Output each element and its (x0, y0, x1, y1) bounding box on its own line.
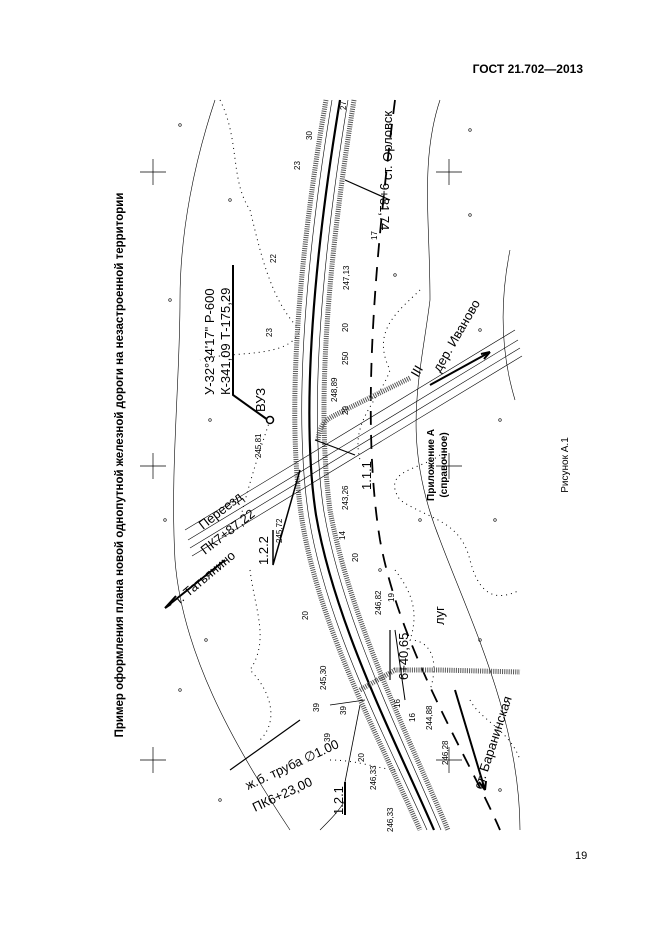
appendix-status: (справочное) (439, 432, 450, 497)
to-ivanovo-label: дер. Иваново (430, 297, 483, 375)
number: 16 (393, 699, 402, 708)
elevation: 245,72 (275, 518, 284, 543)
meadow-label: луг (432, 606, 447, 625)
elevation: 245,81 (254, 433, 263, 458)
callout-1-2-2: 1.2.2 (256, 536, 271, 565)
station-road (358, 667, 521, 693)
access-road (315, 375, 412, 441)
number: 23 (293, 161, 302, 170)
number: 19 (387, 593, 396, 602)
main-track (301, 99, 442, 831)
elevation: 246,33 (369, 765, 378, 790)
page-number: 19 (575, 850, 588, 862)
elevation: 246,28 (441, 740, 450, 765)
station-baraninskaya-label: ст. Баранинская (471, 694, 515, 791)
number: 27 (339, 101, 348, 110)
elevation: 245,30 (319, 665, 328, 690)
callout-1-1-1: 1.1.1 (359, 461, 374, 490)
number: 23 (265, 328, 274, 337)
callout-1-2-1: 1.2.1 (331, 786, 346, 815)
elevation: 244,88 (425, 705, 434, 730)
callout-leaders (229, 179, 406, 815)
terrain-contours (173, 99, 521, 831)
road-category-label: III (408, 363, 426, 380)
elevation-marks: 245,81 247,13 248,89 243,26 245,72 246,8… (254, 265, 450, 832)
number: 30 (305, 131, 314, 140)
number: 39 (312, 703, 321, 712)
number: 20 (341, 406, 350, 415)
elevation: 248,89 (330, 377, 339, 402)
figure-caption: Рисунок А.1 (560, 437, 571, 493)
direction-arrows (164, 351, 491, 791)
survey-points (163, 123, 502, 802)
number: 39 (323, 733, 332, 742)
station-baraninskaya-pk-label: 6+40,65 (396, 633, 411, 680)
number: 14 (338, 531, 347, 540)
number: 17 (370, 231, 379, 240)
right-of-way-line (369, 99, 501, 831)
figure-title: Пример оформления плана новой однопутной… (114, 193, 126, 738)
elevation: 246,33 (386, 807, 395, 832)
slope-numbers: 23 22 23 17 20 250 20 20 19 20 39 39 39 … (265, 101, 417, 762)
curve-length-tangent-label: К-341,09 Т-175,29 (218, 288, 233, 395)
elevation: 246,82 (374, 590, 383, 615)
curve-angle-radius-label: У-32°34'17" Р-600 (202, 288, 217, 395)
standard-header: ГОСТ 21.702—2013 (472, 62, 583, 76)
number: 20 (357, 753, 366, 762)
number: 22 (269, 254, 278, 263)
elevation: 247,13 (342, 265, 351, 290)
number: 20 (301, 611, 310, 620)
embankment-hatching (292, 99, 451, 832)
vertex-label: ВУЗ (253, 388, 268, 412)
station-orlovsk-pk-label: 9+81,74 (377, 183, 392, 230)
appendix-title: Приложение А (426, 429, 437, 501)
elevation: 243,26 (341, 485, 350, 510)
highway (184, 329, 523, 557)
number: 20 (351, 553, 360, 562)
number: 39 (339, 706, 348, 715)
grid-crosses (140, 159, 462, 773)
station-orlovsk-label: ст. Орловск (380, 111, 395, 180)
number: 16 (408, 713, 417, 722)
number: 20 (341, 323, 350, 332)
number: 250 (341, 351, 350, 365)
